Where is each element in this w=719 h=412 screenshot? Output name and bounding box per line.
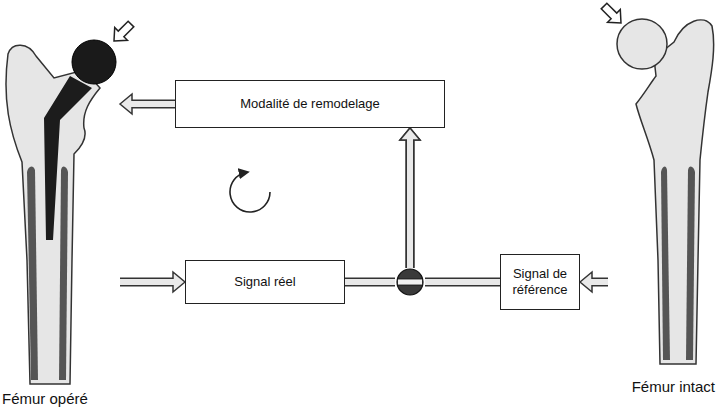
node-label: Fémur intact [632, 378, 715, 396]
prosthesis-head [72, 40, 116, 84]
process-box: Signal de référence [500, 254, 580, 310]
loop-arrow [230, 172, 270, 212]
arrow-fill [410, 139, 500, 283]
process-box: Signal réel [185, 260, 345, 304]
arrow-fill [591, 279, 609, 285]
arrow-fill [120, 279, 175, 285]
comparator-circle [397, 269, 423, 295]
femur-bone [636, 20, 714, 364]
operated-femur [0, 0, 120, 412]
load-arrow [108, 18, 138, 48]
arrow-head [400, 128, 420, 140]
node-label: Fémur opéré [2, 390, 88, 408]
prosthesis-stem [44, 76, 92, 240]
arrow-fill [131, 101, 176, 107]
process-box: Modalité de remodelage [175, 80, 445, 128]
femur-bone [6, 45, 100, 384]
arrow-head [580, 272, 592, 292]
femur-head [617, 19, 667, 69]
node-label: Signal de référence [507, 266, 573, 297]
femur-cortex [686, 166, 695, 360]
block-arrow [400, 128, 500, 282]
arrow-head [120, 94, 132, 114]
node-label: Modalité de remodelage [240, 96, 379, 112]
comparator-symbol [397, 269, 423, 295]
block-arrow [120, 272, 185, 292]
femur-cortex [27, 166, 38, 380]
comparator-bar [398, 279, 423, 285]
femur-cortex [661, 166, 670, 360]
femur-cortex [59, 166, 68, 380]
arrow-head [400, 128, 420, 140]
node-label: Signal réel [234, 274, 295, 290]
block-arrow [120, 94, 175, 114]
block-arrow [580, 272, 608, 292]
femur-figure: Fémur intact [608, 0, 717, 400]
arrow-outline [410, 140, 500, 282]
load-arrow [598, 0, 628, 29]
intact-femur [608, 0, 717, 400]
femur-figure: Fémur opéré [0, 0, 120, 412]
arrow-head [173, 272, 185, 292]
arrow-fill [345, 139, 410, 283]
arrow-outline [345, 140, 410, 282]
